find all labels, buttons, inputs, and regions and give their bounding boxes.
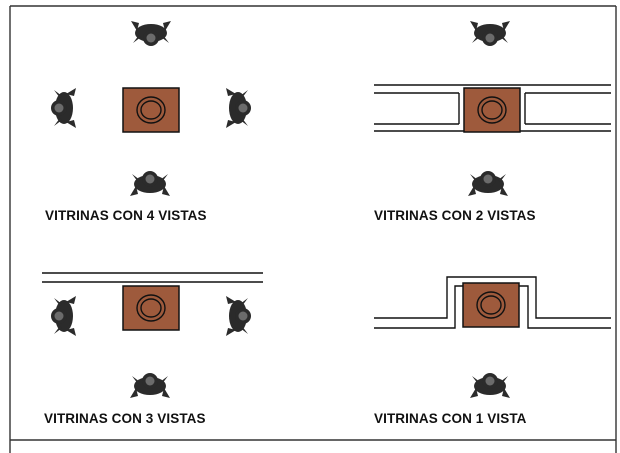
person-top-view-icon bbox=[470, 373, 510, 398]
panel-3-views bbox=[42, 272, 263, 398]
person-top-view-icon bbox=[130, 373, 170, 398]
person-top-view-icon bbox=[226, 88, 251, 128]
person-top-view-icon bbox=[51, 296, 76, 336]
person-top-view-icon bbox=[470, 21, 510, 46]
panel-caption-3-views: VITRINAS CON 3 VISTAS bbox=[44, 411, 206, 426]
panel-caption-2-views: VITRINAS CON 2 VISTAS bbox=[374, 208, 536, 223]
person-top-view-icon bbox=[51, 88, 76, 128]
person-top-view-icon bbox=[131, 21, 171, 46]
showcase-vitrina-icon bbox=[122, 285, 180, 331]
person-top-view-icon bbox=[468, 171, 508, 196]
showcase-vitrina-icon bbox=[122, 87, 180, 133]
person-top-view-icon bbox=[226, 296, 251, 336]
panel-4-views bbox=[51, 21, 251, 196]
panel-caption-1-view: VITRINAS CON 1 VISTA bbox=[374, 411, 527, 426]
panel-1-view bbox=[374, 276, 611, 398]
wall-line bbox=[374, 276, 611, 319]
person-top-view-icon bbox=[130, 171, 170, 196]
panel-caption-4-views: VITRINAS CON 4 VISTAS bbox=[45, 208, 207, 223]
showcase-vitrina-icon bbox=[463, 87, 521, 133]
panel-2-views bbox=[374, 21, 611, 196]
showcase-vitrina-icon bbox=[462, 282, 520, 328]
